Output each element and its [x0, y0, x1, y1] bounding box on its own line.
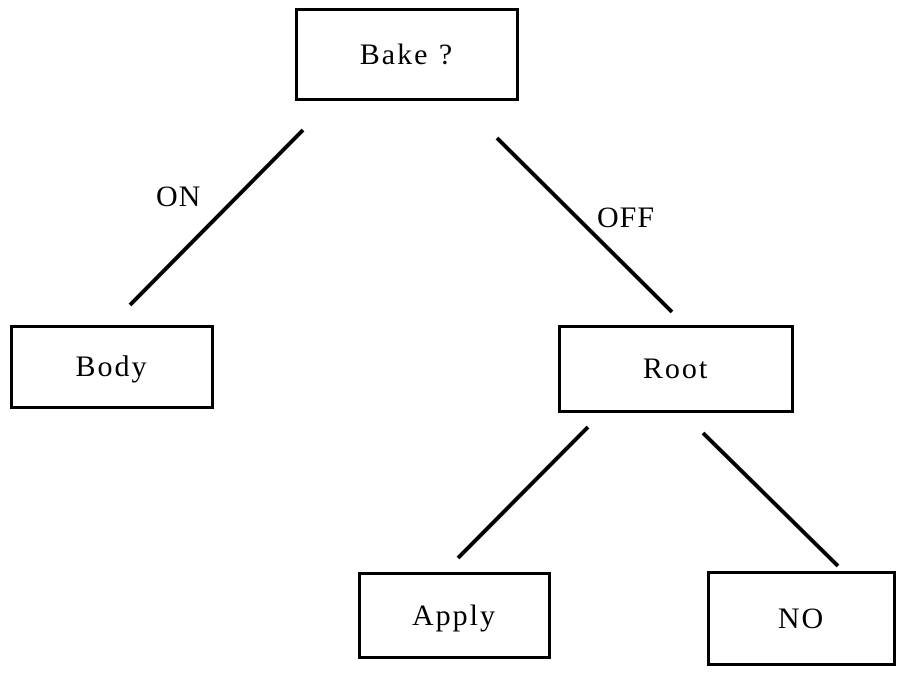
edge-root-apply-line [456, 425, 590, 560]
node-bake: Bake ? [295, 8, 519, 101]
node-bake-label: Bake ? [359, 37, 455, 71]
node-no: NO [707, 571, 896, 666]
node-no-label: NO [777, 601, 826, 635]
edge-root-no-line [701, 431, 840, 568]
edge-label-on: ON [156, 180, 202, 213]
node-root: Root [558, 325, 794, 413]
edge-bake-body-line [128, 128, 305, 307]
node-apply-label: Apply [412, 598, 497, 632]
node-root-label: Root [642, 352, 710, 385]
edge-label-off: OFF [597, 201, 656, 234]
node-body-label: Body [75, 350, 149, 383]
edge-bake-root-line [495, 136, 674, 314]
node-body: Body [10, 325, 214, 409]
node-apply: Apply [358, 572, 551, 659]
